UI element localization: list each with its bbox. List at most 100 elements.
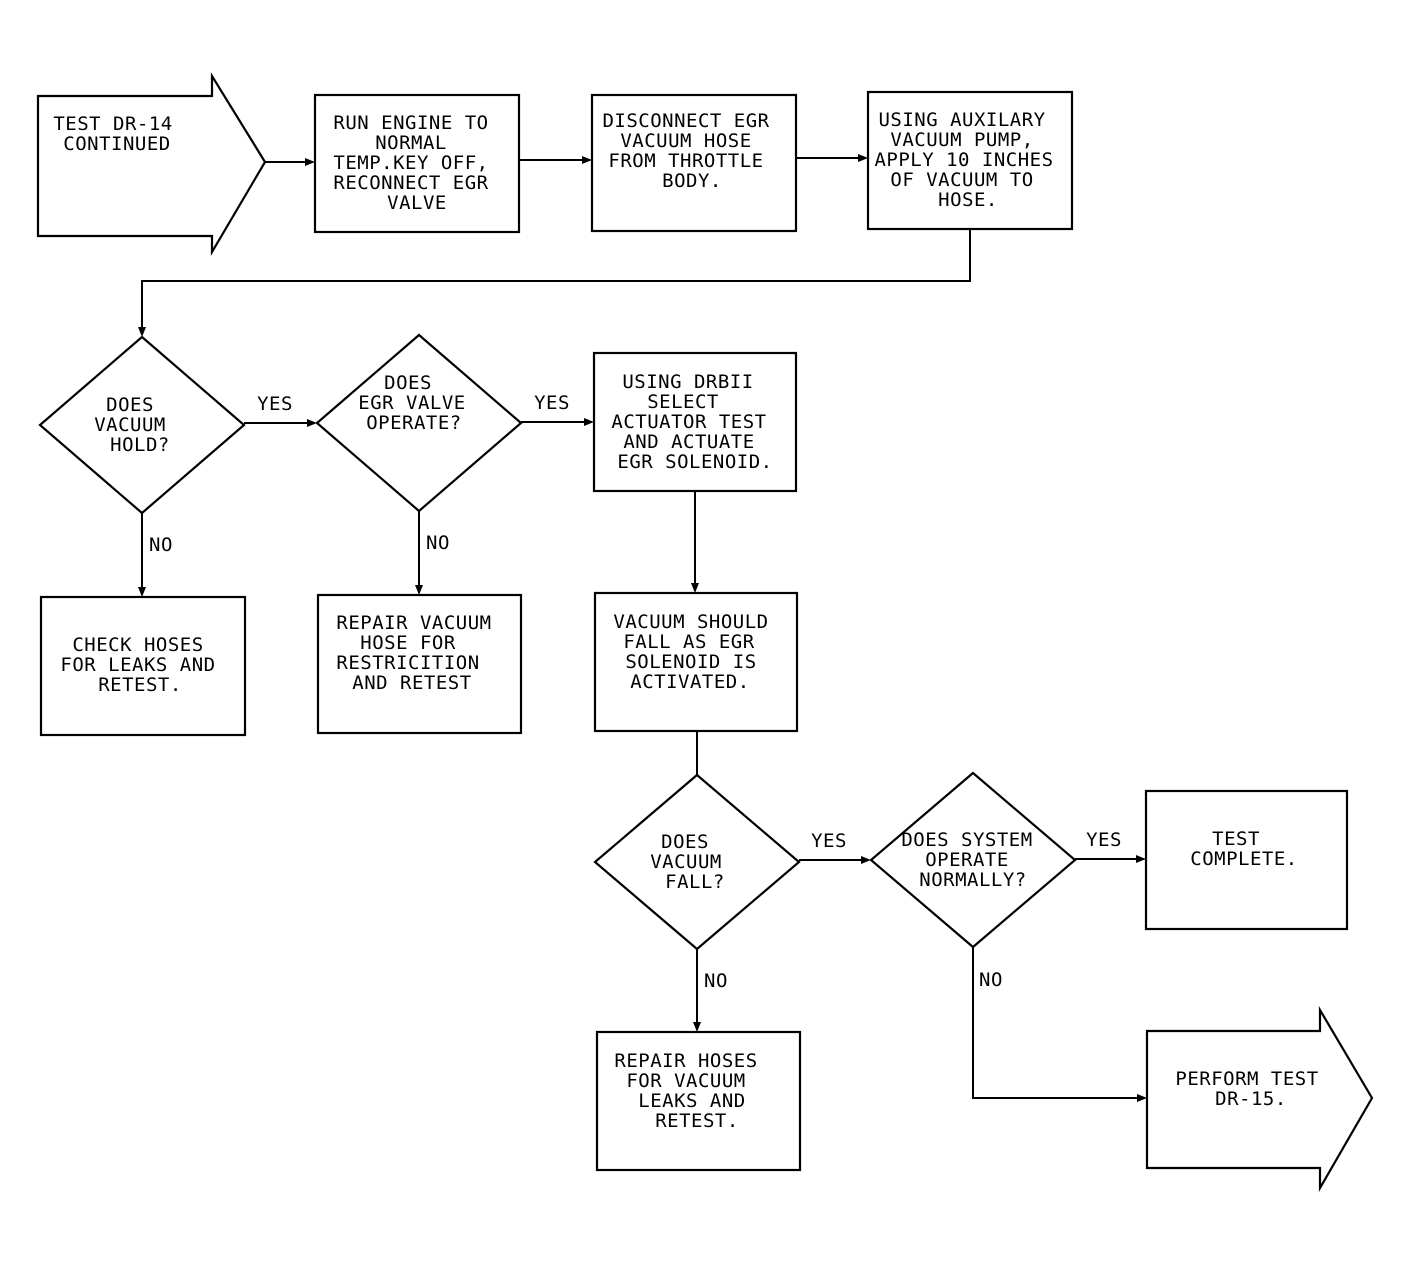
vacuum-hold-line-3: HOLD? — [110, 434, 170, 456]
label-operate-no: NO — [426, 532, 450, 554]
label-normal-yes: YES — [1086, 829, 1122, 851]
repair-hoses-line-3: LEAKS AND — [638, 1090, 745, 1112]
check-hoses-box — [39, 595, 247, 737]
vacuum-should-fall-box — [593, 591, 799, 733]
drbii-line-2: SELECT — [647, 391, 719, 413]
disconnect-box — [590, 93, 798, 233]
test-complete-box — [1144, 789, 1349, 931]
disconnect-text: DISCONNECT EGR VACUUM HOSE FROM THROTTLE… — [602, 110, 781, 192]
perform-test-text: PERFORM TEST DR-15. — [1175, 1068, 1330, 1110]
connector-pump-hold — [141, 229, 971, 329]
aux-pump-box — [866, 90, 1074, 231]
repair-hoses-line-1: REPAIR HOSES — [614, 1050, 757, 1072]
arrowhead-drbii — [584, 418, 594, 426]
run-engine-line-2: NORMAL — [375, 132, 447, 154]
label-operate-yes: YES — [534, 392, 570, 414]
test-complete-line-1: TEST — [1212, 828, 1260, 850]
drbii-line-4: AND ACTUATE — [623, 431, 754, 453]
aux-pump-text: USING AUXILARY VACUUM PUMP, APPLY 10 INC… — [874, 109, 1065, 211]
disconnect-line-1: DISCONNECT EGR — [602, 110, 769, 132]
label-fall-yes: YES — [811, 830, 847, 852]
start-line-2: CONTINUED — [63, 133, 170, 155]
drbii-text: USING DRBII SELECT ACTUATOR TEST AND ACT… — [611, 371, 778, 473]
vacuum-fall-line-1: DOES — [661, 831, 709, 853]
system-normal-line-1: DOES SYSTEM — [901, 829, 1032, 851]
aux-pump-line-2: VACUUM PUMP, — [890, 129, 1033, 151]
drbii-box — [592, 351, 798, 493]
vacuum-should-fall-text: VACUUM SHOULD FALL AS EGR SOLENOID IS AC… — [613, 611, 780, 693]
test-complete-text: TEST COMPLETE. — [1190, 828, 1297, 870]
arrowhead-hold — [138, 327, 146, 337]
run-engine-box — [313, 93, 521, 234]
system-normal-line-2: OPERATE — [925, 849, 1009, 871]
drbii-line-3: ACTUATOR TEST — [611, 411, 766, 433]
check-hoses-line-1: CHECK HOSES — [72, 634, 203, 656]
start-text: TEST DR-14 CONTINUED — [53, 113, 184, 155]
vacuum-fall-text: DOES VACUUM FALL? — [650, 831, 734, 893]
perform-test-line-1: PERFORM TEST — [1175, 1068, 1318, 1090]
disconnect-line-3: FROM THROTTLE — [608, 150, 763, 172]
label-fall-no: NO — [704, 970, 728, 992]
arrowhead-repair — [415, 585, 423, 595]
arrowhead-disconnect — [582, 156, 592, 164]
start-line-1: TEST DR-14 — [53, 113, 172, 135]
arrowhead-run — [305, 158, 315, 166]
repair-vacuum-hose-line-4: AND RETEST — [352, 672, 471, 694]
perform-test-arrow-shape — [1145, 1005, 1374, 1193]
vacuum-fall-line-2: VACUUM — [650, 851, 722, 873]
repair-hoses-line-4: RETEST. — [655, 1110, 739, 1132]
egr-operate-line-1: DOES — [384, 372, 432, 394]
arrowhead-pump — [858, 154, 868, 162]
repair-vacuum-hose-line-3: RESTRICITION — [336, 652, 479, 674]
drbii-line-5: EGR SOLENOID. — [617, 451, 772, 473]
arrowhead-perform — [1137, 1094, 1147, 1102]
connector-normal-perform — [972, 947, 1139, 1099]
run-engine-line-1: RUN ENGINE TO — [333, 112, 488, 134]
run-engine-text: RUN ENGINE TO NORMAL TEMP.KEY OFF, RECON… — [333, 112, 500, 214]
aux-pump-line-3: APPLY 10 INCHES — [874, 149, 1053, 171]
test-complete-line-2: COMPLETE. — [1190, 848, 1297, 870]
egr-operate-line-2: EGR VALVE — [358, 392, 465, 414]
egr-operate-text: DOES EGR VALVE OPERATE? — [358, 372, 477, 434]
system-normal-text: DOES SYSTEM OPERATE NORMALLY? — [901, 829, 1044, 891]
arrowhead-normal — [861, 856, 871, 864]
perform-test-line-2: DR-15. — [1215, 1088, 1287, 1110]
label-normal-no: NO — [979, 969, 1003, 991]
run-engine-line-4: RECONNECT EGR — [333, 172, 488, 194]
repair-hoses-text: REPAIR HOSES FOR VACUUM LEAKS AND RETEST… — [614, 1050, 769, 1132]
aux-pump-line-4: OF VACUUM TO — [890, 169, 1033, 191]
vacuum-hold-line-2: VACUUM — [94, 414, 166, 436]
repair-vacuum-hose-box — [316, 593, 523, 735]
run-engine-line-3: TEMP.KEY OFF, — [333, 152, 488, 174]
vacuum-should-fall-line-1: VACUUM SHOULD — [613, 611, 768, 633]
vacuum-should-fall-line-3: SOLENOID IS — [625, 651, 756, 673]
aux-pump-line-5: HOSE. — [938, 189, 998, 211]
repair-hoses-box — [595, 1030, 802, 1172]
check-hoses-text: CHECK HOSES FOR LEAKS AND RETEST. — [60, 634, 227, 696]
repair-vacuum-hose-text: REPAIR VACUUM HOSE FOR RESTRICITION AND … — [336, 612, 503, 694]
vacuum-should-fall-line-4: ACTIVATED. — [630, 671, 749, 693]
egr-operate-line-3: OPERATE? — [366, 412, 462, 434]
arrowhead-shouldfall — [691, 583, 699, 593]
aux-pump-line-1: USING AUXILARY — [878, 109, 1045, 131]
arrowhead-repairhoses — [693, 1022, 701, 1032]
repair-hoses-line-2: FOR VACUUM — [626, 1070, 745, 1092]
vacuum-fall-line-3: FALL? — [665, 871, 725, 893]
check-hoses-line-2: FOR LEAKS AND — [60, 654, 215, 676]
repair-vacuum-hose-line-1: REPAIR VACUUM — [336, 612, 491, 634]
arrowhead-operate — [307, 419, 317, 427]
arrowhead-check — [138, 587, 146, 597]
vacuum-hold-line-1: DOES — [106, 394, 154, 416]
disconnect-line-4: BODY. — [662, 170, 722, 192]
label-hold-yes: YES — [257, 393, 293, 415]
drbii-line-1: USING DRBII — [622, 371, 753, 393]
vacuum-hold-text: DOES VACUUM HOLD? — [94, 394, 178, 456]
system-normal-line-3: NORMALLY? — [919, 869, 1026, 891]
arrowhead-complete — [1136, 855, 1146, 863]
start-arrow-shape — [36, 72, 267, 257]
disconnect-line-2: VACUUM HOSE — [620, 130, 751, 152]
label-hold-no: NO — [149, 534, 173, 556]
run-engine-line-5: VALVE — [387, 192, 447, 214]
repair-vacuum-hose-line-2: HOSE FOR — [360, 632, 456, 654]
